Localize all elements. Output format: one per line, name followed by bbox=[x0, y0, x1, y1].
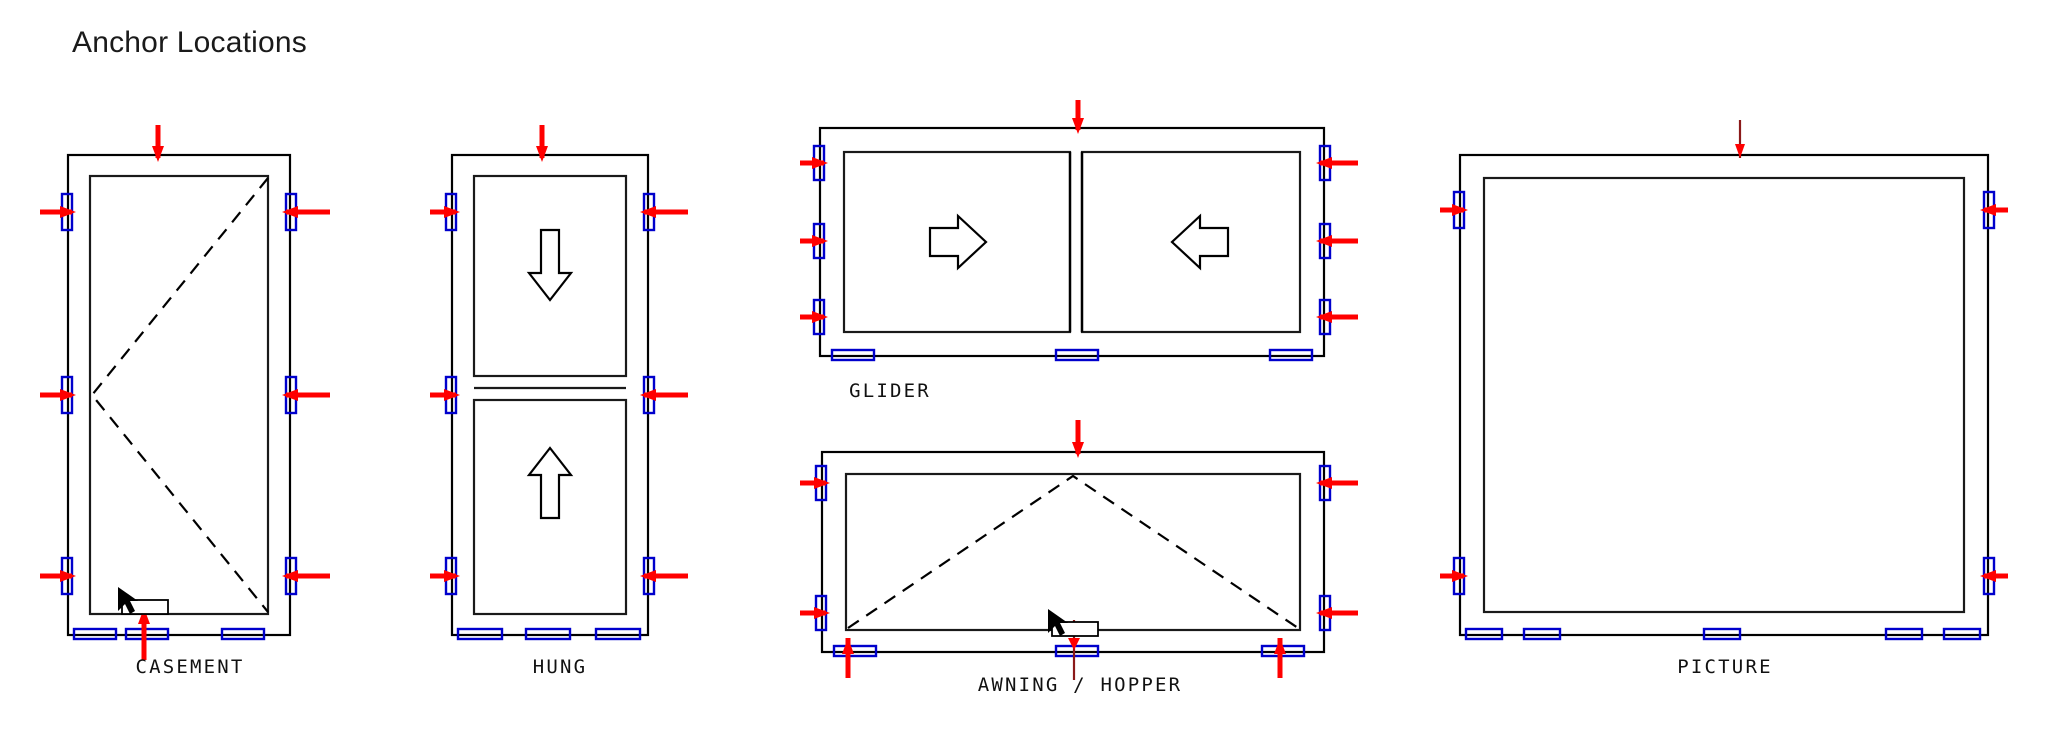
mouse-cursor-icon bbox=[118, 587, 138, 614]
anchor-clip-bottom-group[interactable] bbox=[1464, 627, 1982, 641]
anchor-marker-right-2[interactable] bbox=[1316, 222, 1358, 260]
page-title: Anchor Locations bbox=[72, 26, 308, 59]
anchor-marker-left-2[interactable] bbox=[800, 222, 828, 260]
figure-awning-hopper[interactable]: AWNING / HOPPER bbox=[800, 410, 1360, 696]
glider-right-sash bbox=[1080, 150, 1302, 334]
figure-label-awning-hopper: AWNING / HOPPER bbox=[977, 674, 1183, 696]
anchor-marker-top[interactable] bbox=[1072, 100, 1084, 134]
operation-arrow-down-icon bbox=[526, 228, 574, 302]
picture-glazing bbox=[1482, 176, 1966, 614]
anchor-marker-right-2[interactable] bbox=[1316, 594, 1358, 632]
awning-hinge-symbol bbox=[847, 474, 1299, 629]
anchor-marker-left-1[interactable] bbox=[40, 192, 76, 232]
glider-outer-frame bbox=[818, 126, 1326, 358]
operation-arrow-up-icon bbox=[526, 446, 574, 520]
anchor-marker-right-2[interactable] bbox=[282, 375, 330, 415]
anchor-clip-bottom-group[interactable] bbox=[830, 348, 1314, 362]
awning-sash bbox=[844, 472, 1302, 632]
operation-arrow-right-icon bbox=[928, 213, 988, 271]
anchor-marker-right-1[interactable] bbox=[1316, 464, 1358, 502]
anchor-marker-top[interactable] bbox=[152, 125, 164, 162]
anchor-marker-left-1[interactable] bbox=[430, 192, 460, 232]
casement-hinge-symbol bbox=[90, 177, 269, 613]
anchor-marker-top[interactable] bbox=[536, 125, 548, 162]
anchor-marker-right-2[interactable] bbox=[640, 375, 688, 415]
figure-hung[interactable]: HUNG bbox=[430, 100, 690, 680]
anchor-marker-right-2[interactable] bbox=[1980, 556, 2008, 596]
figure-label-picture: PICTURE bbox=[1677, 656, 1773, 678]
figure-picture[interactable]: PICTURE bbox=[1440, 100, 2010, 680]
anchor-marker-right-1[interactable] bbox=[1316, 144, 1358, 182]
anchor-marker-bottom[interactable] bbox=[138, 608, 150, 660]
anchor-marker-right-1[interactable] bbox=[1980, 190, 2008, 230]
hung-top-sash bbox=[472, 174, 628, 378]
anchor-marker-right-1[interactable] bbox=[640, 192, 688, 232]
figure-label-hung: HUNG bbox=[532, 656, 588, 678]
anchor-marker-bottom-left[interactable] bbox=[842, 638, 854, 678]
anchor-marker-left-1[interactable] bbox=[800, 144, 828, 182]
anchor-marker-bottom-right[interactable] bbox=[1274, 638, 1286, 678]
figure-glider[interactable]: GLIDER bbox=[800, 100, 1360, 402]
casement-sash bbox=[88, 174, 270, 616]
figure-casement[interactable]: CASEMENT bbox=[40, 100, 340, 680]
anchor-marker-left-1[interactable] bbox=[800, 464, 830, 502]
glider-left-sash bbox=[842, 150, 1072, 334]
anchor-marker-left-3[interactable] bbox=[800, 298, 828, 336]
anchor-marker-right-3[interactable] bbox=[1316, 298, 1358, 336]
anchor-marker-left-2[interactable] bbox=[430, 375, 460, 415]
anchor-marker-top[interactable] bbox=[1735, 120, 1745, 158]
mouse-cursor-icon bbox=[1048, 609, 1068, 636]
anchor-marker-right-3[interactable] bbox=[282, 556, 330, 596]
casement-outer-frame bbox=[66, 153, 292, 637]
anchor-marker-left-2[interactable] bbox=[1440, 556, 1468, 596]
anchor-marker-left-3[interactable] bbox=[40, 556, 76, 596]
anchor-marker-left-3[interactable] bbox=[430, 556, 460, 596]
anchor-marker-left-2[interactable] bbox=[800, 594, 830, 632]
anchor-marker-right-3[interactable] bbox=[640, 556, 688, 596]
anchor-marker-left-1[interactable] bbox=[1440, 190, 1468, 230]
anchor-marker-top[interactable] bbox=[1072, 420, 1084, 458]
anchor-clip-bottom-group[interactable] bbox=[456, 627, 642, 641]
figure-label-casement: CASEMENT bbox=[135, 656, 245, 678]
anchor-marker-left-2[interactable] bbox=[40, 375, 76, 415]
operation-arrow-left-icon bbox=[1170, 213, 1230, 271]
anchor-clip-bottom-group[interactable] bbox=[72, 627, 266, 641]
anchor-marker-right-1[interactable] bbox=[282, 192, 330, 232]
hung-bottom-sash bbox=[472, 398, 628, 616]
picture-outer-frame bbox=[1458, 153, 1990, 637]
figure-label-glider: GLIDER bbox=[849, 380, 931, 402]
anchor-clip-bottom-group[interactable] bbox=[832, 644, 1306, 658]
